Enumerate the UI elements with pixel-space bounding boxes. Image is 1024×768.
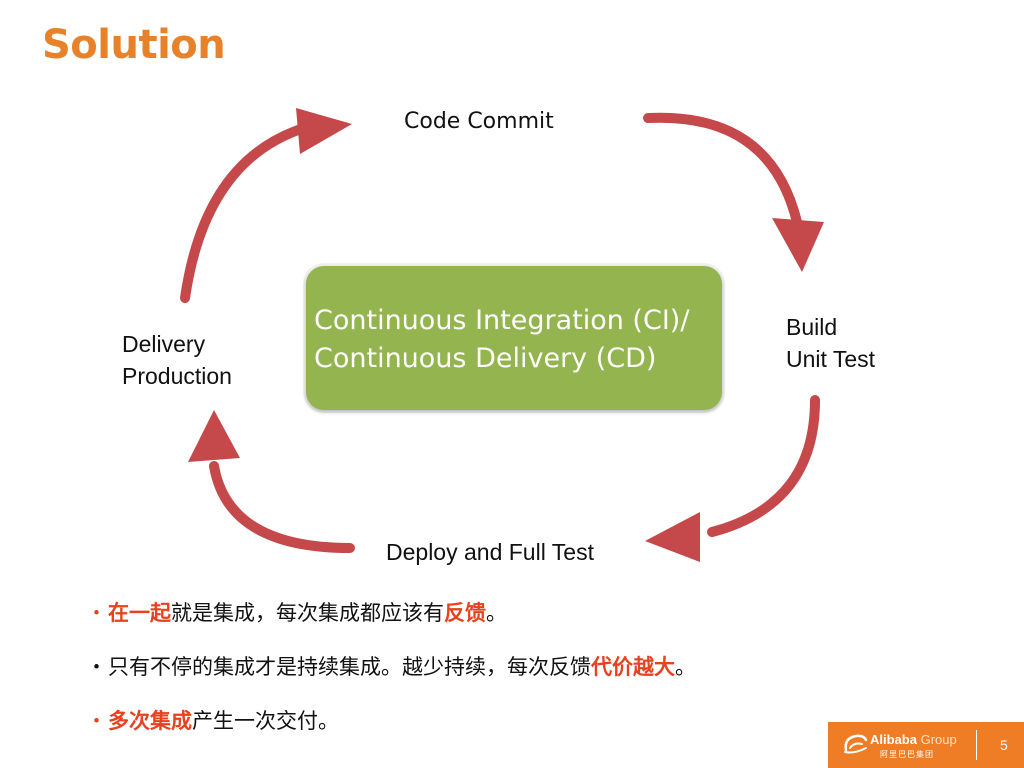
node-delivery-label: Delivery [122, 331, 206, 357]
bullet-highlight: 反馈 [444, 601, 486, 625]
bullet-dot-icon: ・ [86, 655, 107, 679]
bullet-text: 。 [675, 655, 696, 679]
center-ci-cd-text: Continuous Integration (CI)/ Continuous … [314, 302, 689, 378]
node-unit-test-label: Unit Test [786, 346, 876, 372]
bullet-item-delivery: ・ 多次集成产生一次交付。 [84, 706, 696, 760]
node-build-label: Build [786, 314, 838, 340]
bullet-highlight: 代价越大 [591, 655, 675, 679]
slide-title: Solution [42, 22, 226, 68]
center-line-ci: Continuous Integration (CI)/ [314, 305, 690, 336]
bullet-item-continuous: ・ 只有不停的集成才是持续集成。越少持续，每次反馈代价越大。 [84, 652, 696, 706]
node-deploy-full-test: Deploy and Full Test [386, 539, 594, 565]
bullet-text: 就是集成，每次集成都应该有 [171, 601, 444, 625]
bullet-text: 只有不停的集成才是持续集成。越少持续，每次反馈 [108, 655, 591, 679]
logo-chinese-text: 阿里巴巴集团 [880, 750, 934, 759]
center-line-cd: Continuous Delivery (CD) [314, 343, 657, 374]
bullet-dot-icon: ・ [86, 709, 107, 733]
arrow-to-deploy-icon [645, 395, 820, 562]
node-production-label: Production [122, 363, 232, 389]
bullet-text: 产生一次交付。 [192, 709, 339, 733]
logo-divider [976, 730, 977, 760]
bullet-highlight: 在一起 [108, 601, 171, 625]
bullet-highlight: 多次集成 [108, 709, 192, 733]
bullet-item-integration: ・ 在一起就是集成，每次集成都应该有反馈。 [84, 598, 696, 652]
page-number: 5 [1000, 737, 1008, 753]
arrow-to-delivery-icon [188, 410, 355, 553]
bullet-dot-icon: ・ [86, 601, 107, 625]
node-code-commit: Code Commit [404, 109, 554, 134]
arrow-to-commit-icon [180, 108, 352, 303]
node-build-unit-test: Build Unit Test [786, 311, 875, 375]
center-ci-cd-box [306, 266, 722, 410]
alibaba-logo-icon [844, 734, 868, 754]
bullet-text: 。 [486, 601, 507, 625]
node-delivery-production: Delivery Production [122, 328, 232, 392]
alibaba-logo: Alibaba Group 阿里巴巴集团 5 [828, 722, 1024, 768]
arrow-to-build-icon [643, 112, 824, 272]
bullet-list: ・ 在一起就是集成，每次集成都应该有反馈。 ・ 只有不停的集成才是持续集成。越少… [84, 598, 696, 760]
logo-name-text: Alibaba [870, 732, 917, 747]
logo-group-text: Group [920, 732, 957, 747]
